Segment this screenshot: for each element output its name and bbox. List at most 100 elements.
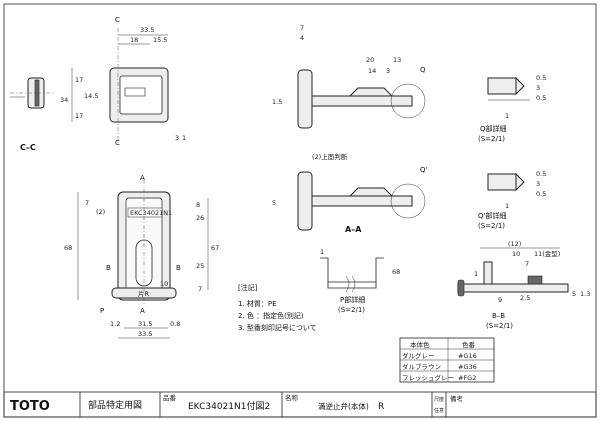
color-header-code: 色番 — [462, 340, 476, 349]
detail-circle-q — [390, 83, 426, 119]
dim-front-10: 10 — [160, 280, 168, 288]
dim-cc-145: 14.5 — [84, 92, 98, 100]
color-row-1-code: #G16 — [458, 352, 477, 360]
dim-cc-3: 3 — [175, 134, 179, 142]
dim-q-05b: 0.5 — [536, 94, 546, 102]
view-q-detail: 0.5 3 0.5 1 Q部詳細 (S=2/1) — [478, 74, 546, 143]
label-q-detail: Q部詳細 — [480, 124, 507, 133]
q-stem — [487, 77, 517, 95]
dim-bb-25: 2.5 — [520, 294, 530, 302]
bb-rib — [483, 261, 493, 285]
dim-side-3: 3 — [386, 67, 390, 75]
dim-cc-155: 15.5 — [153, 36, 167, 44]
note-upper-direction: (2)上面判断 — [312, 152, 348, 161]
label-bb-scale: (S=2/1) — [486, 322, 513, 330]
dim-cc-17: 17 — [75, 76, 83, 84]
dim-cc-18: 18 — [130, 36, 138, 44]
note-bb-sym: 11(金型) — [534, 249, 560, 258]
dim-side-20: 20 — [366, 56, 374, 64]
view-cc: C–C — [10, 77, 55, 152]
dim-q-05a: 0.5 — [536, 74, 546, 82]
dim-p-1: 1 — [320, 248, 324, 256]
aa-head — [297, 171, 313, 231]
bb-base — [457, 283, 569, 293]
toto-logo: TOTO — [10, 399, 50, 414]
aa-rib — [348, 187, 394, 197]
part-side: R — [378, 402, 384, 412]
dim-side-15: 1.5 — [272, 98, 282, 106]
color-row-2-name: ダルブラウン — [402, 362, 441, 371]
dim-front-68: 68 — [64, 244, 72, 252]
note-3: 3. 型番刻印記号について — [238, 323, 317, 332]
view-bb: (12) 10 11(金型) 7 1 9 2.5 5 1.3 B–B (S=2/… — [457, 240, 590, 330]
detail-mark-q: Q — [420, 66, 426, 74]
dim-q-3: 3 — [536, 84, 540, 92]
view-cc-plan: C C 33.5 18 15.5 34 17 17 14.5 3 1 — [60, 16, 186, 147]
view-side-q: Q 7 4 20 13 14 3 1.5 — [272, 24, 426, 129]
view-aa: Q' (2)上面判断 5 A–A — [272, 152, 428, 234]
bb-block — [527, 275, 543, 285]
engraving-text: EKC34021N1 — [130, 209, 172, 217]
color-row-1-name: ダルグレー — [402, 351, 435, 360]
color-row-3-name: フレッシュグレー — [402, 373, 454, 382]
dim-cc-34: 34 — [60, 96, 68, 104]
dim-front-315: 31.5 — [138, 320, 152, 328]
dim-q2-1: 1 — [505, 202, 509, 210]
dim-q2-05b: 0.5 — [536, 190, 546, 198]
side-rib — [348, 87, 394, 97]
frame-tab — [124, 87, 146, 97]
dim-front-67: 67 — [211, 244, 219, 252]
aa-stem — [311, 195, 413, 207]
dim-bb-10: 10 — [512, 250, 520, 258]
dim-side-4: 4 — [300, 34, 304, 42]
label-q2-scale: (S=2/1) — [478, 222, 505, 230]
label-aa: A–A — [345, 225, 362, 234]
section-mark-c-bottom: C — [115, 139, 120, 147]
dim-bb-12: (12) — [508, 240, 521, 248]
side-mark: 片R — [138, 289, 150, 298]
engraving-plate — [127, 207, 163, 218]
dim-cc-17b: 17 — [75, 112, 83, 120]
dim-front-7: 7 — [85, 199, 89, 207]
section-mark-a-top: A — [140, 174, 145, 182]
detail-circle-q2 — [390, 183, 426, 219]
title-block: TOTO 部品特定用図 品番 EKC34021N1付図2 名称 満逆止弁(本体)… — [3, 391, 597, 418]
dim-cc-1: 1 — [182, 134, 186, 142]
dim-q2-05a: 0.5 — [536, 170, 546, 178]
dim-p-68: 68 — [392, 268, 400, 276]
color-row-2-code: #G36 — [458, 363, 477, 371]
dim-front-7b: 7 — [198, 285, 202, 293]
dim-bb-7: 7 — [525, 260, 529, 268]
section-mark-b-left: B — [106, 264, 111, 272]
label-p-scale: (S=2/1) — [338, 306, 365, 314]
q2-stem — [487, 173, 517, 191]
dim-front-26: 26 — [196, 214, 204, 222]
dim-side-7: 7 — [300, 24, 304, 32]
part-no-label: 品番 — [163, 394, 177, 402]
dim-bb-13: 1.3 — [580, 290, 590, 298]
color-row-3-code: #FG2 — [458, 374, 476, 382]
dim-front-25: 25 — [196, 262, 204, 270]
color-table: 本体色 色番 ダルグレー #G16 ダルブラウン #G36 フレッシュグレー #… — [399, 337, 495, 383]
dim-bb-5: 5 — [572, 290, 576, 298]
name-label: 名称 — [285, 393, 299, 402]
detail-mark-p: P — [100, 307, 104, 315]
section-mark-c-top: C — [115, 16, 120, 24]
view-front: EKC34021N1 片R A A B B P 68 7 (2) 8 26 67… — [64, 174, 219, 339]
p-profile — [320, 257, 384, 283]
detail-mark-q2: Q' — [420, 166, 428, 174]
part-name: 満逆止弁(本体) — [318, 401, 369, 411]
notes-block: [注記] 1. 材質：PE 2. 色 ：指定色(別記) 3. 型番刻印記号につい… — [238, 283, 317, 332]
remarks-label: 備考 — [450, 394, 464, 403]
side-stem — [311, 95, 413, 107]
dim-aa-5: 5 — [272, 199, 276, 207]
notes-header: [注記] — [238, 283, 258, 292]
doc-type: 部品特定用図 — [88, 399, 142, 411]
label-bb: B–B — [492, 312, 505, 320]
dim-q-1: 1 — [505, 112, 509, 120]
dim-front-12: 1.2 — [110, 320, 120, 328]
section-mark-a-bottom: A — [140, 307, 145, 315]
note-1: 1. 材質：PE — [238, 299, 277, 308]
scale-label: 尺度 — [434, 396, 444, 403]
